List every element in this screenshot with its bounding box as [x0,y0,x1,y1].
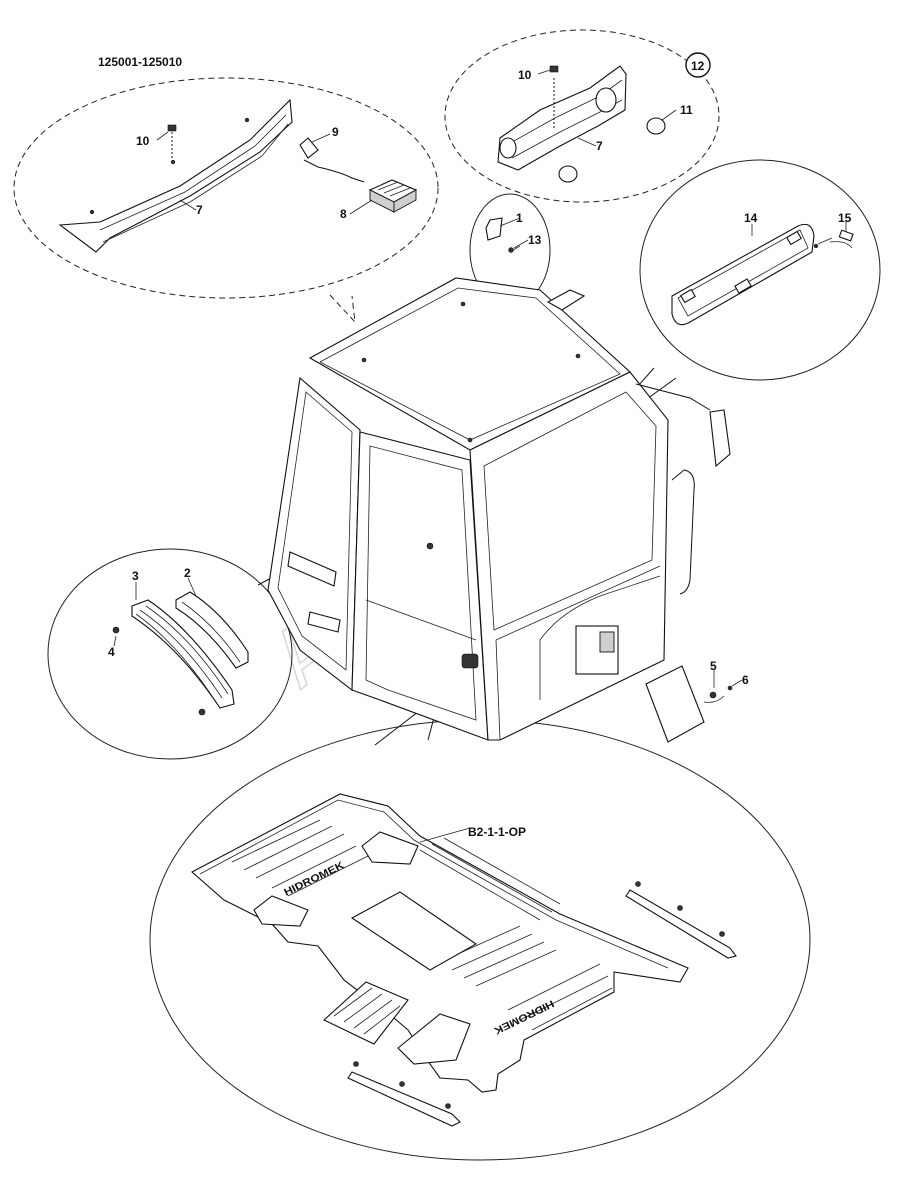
roof-trim-part-7b [497,65,627,171]
serial-range-label: 125001-125010 [98,55,182,69]
vent-grille-part-3 [131,599,235,709]
grommet-11b [558,165,578,183]
callout-5: 5 [710,659,717,673]
callout-11: 11 [680,103,693,117]
callout-13: 13 [528,233,542,247]
latch-group [485,217,521,253]
detail-12-badge: 12 [685,52,711,78]
callout-10-left: 10 [136,134,150,148]
cover-plate [645,665,705,743]
callout-10-right: 10 [518,68,532,82]
callout-2: 2 [184,566,191,580]
cab-main [267,277,731,741]
detail-bubble-roof-trim-variant [13,77,439,299]
lamp-group [671,223,854,326]
roof-trim-variant-group [58,98,418,253]
cab-left-side [267,376,361,692]
retaining-bar-right [625,889,737,959]
heel-pad [323,981,409,1045]
callout-3: 3 [132,569,139,583]
callout-8: 8 [340,207,347,221]
retaining-bar-lower [347,1071,461,1127]
interior-lamp-part-14 [671,223,815,326]
callout-6: 6 [742,673,749,687]
grommet-11 [646,117,666,135]
cab-roof [308,277,631,451]
callout-12: 12 [691,59,705,73]
detail-bubble-12 [444,29,720,203]
leader-roof-trim-variant [329,294,356,324]
floor-mat-group: HIDROMEK HIDROMEK [191,793,737,1127]
callout-9: 9 [332,125,339,139]
callout-1: 1 [516,211,523,225]
latch-part-1 [485,217,503,241]
vent-group [112,591,249,716]
callout-leaders [113,69,847,843]
cab-door [351,431,489,741]
detail-bubble-vent [47,548,293,760]
detail-bubble-lamp [639,159,881,381]
roof-trim-part-7 [58,98,293,253]
callout-15: 15 [838,211,852,225]
callout-14: 14 [744,211,758,225]
detail-12-group [497,65,666,183]
cover-plate-group [645,665,733,743]
callout-7-right: 7 [596,139,603,153]
callout-4: 4 [108,645,115,659]
callout-7-left: 7 [196,203,203,217]
side-mirror [709,409,731,468]
floor-mat-ref-label: B2-1-1-OP [468,825,526,839]
